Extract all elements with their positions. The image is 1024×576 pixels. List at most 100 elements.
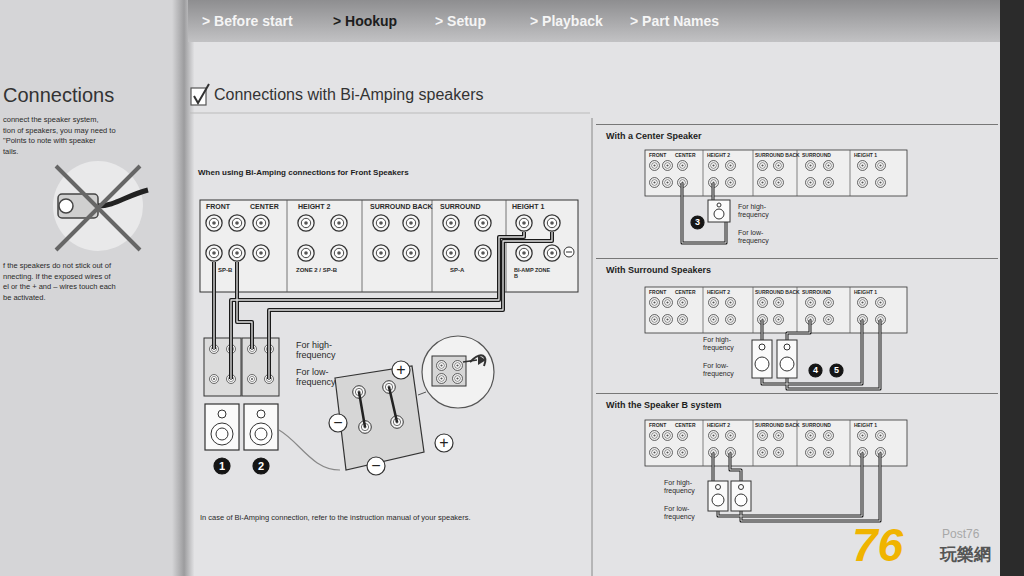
- use-shape: [762, 320, 880, 389]
- rect-shape: [708, 481, 728, 511]
- example-band: With the Speaker B systemFRONTCENTERHEIG…: [596, 393, 998, 533]
- section-heading: When using Bi-Amping connections for Fro…: [198, 168, 409, 177]
- use-shape: [253, 245, 269, 261]
- use-shape: [437, 361, 447, 371]
- wire-note: For high-frequency: [703, 336, 747, 352]
- circle-shape: [716, 485, 721, 490]
- use-shape: [403, 215, 419, 231]
- terminal-label: SURROUND: [802, 423, 831, 429]
- terminal-label: FRONT: [206, 203, 230, 211]
- terminal-label: HEIGHT 2: [707, 423, 730, 429]
- use-shape: [475, 215, 491, 231]
- callout-number: 3: [695, 218, 700, 227]
- wire-note: For high-frequency: [664, 479, 706, 495]
- use-shape: [453, 374, 463, 384]
- terminal-label: ZONE 2 / SP-B: [296, 267, 337, 274]
- rect-shape: [731, 481, 751, 511]
- watermark: Post76: [942, 528, 979, 540]
- callout-number: 5: [834, 366, 839, 375]
- terminal-label: SURROUND BACK: [755, 153, 800, 159]
- nav-tab: > Part Names: [630, 13, 719, 29]
- polarity-circle: +: [391, 360, 411, 380]
- rect-shape: [752, 340, 772, 378]
- band-heading: With Surround Speakers: [606, 265, 711, 275]
- small-speakers: [708, 200, 797, 511]
- body-text: tion of speakers, you may need to: [3, 127, 116, 136]
- use-shape: [437, 374, 447, 384]
- terminal-label: HEIGHT 1: [854, 290, 877, 296]
- path-shape: [478, 355, 486, 365]
- watermark: 76: [852, 522, 903, 568]
- rear-panel: FRONTCENTERHEIGHT 2SURROUND BACKSURROUND…: [645, 151, 907, 197]
- wire-note: For low-frequency: [738, 229, 782, 245]
- polarity-circle: −: [328, 413, 348, 433]
- rect-shape: [432, 356, 466, 386]
- callout-circle: 4: [808, 363, 823, 378]
- circle-shape: [714, 209, 724, 219]
- circle-outline: [253, 458, 269, 474]
- path-shape: [359, 387, 397, 427]
- circle-shape: [257, 410, 265, 418]
- polarity-circle: +: [434, 433, 454, 453]
- use-shape: [443, 215, 459, 231]
- terminal-label: HEIGHT 2: [707, 153, 730, 159]
- terminal-label: HEIGHT 1: [512, 203, 544, 211]
- terminal-label: HEIGHT 1: [854, 153, 877, 159]
- terminal-label: CENTER: [675, 153, 696, 159]
- use-shape: [214, 232, 552, 379]
- wire-note: For high-frequency: [738, 203, 782, 219]
- use-shape: [403, 245, 419, 261]
- use-shape: [331, 245, 347, 261]
- use-shape: [206, 245, 222, 261]
- circle-shape: [250, 423, 272, 445]
- terminal-label: SURROUND BACK: [370, 203, 433, 211]
- body-text: el or the + and – wires touch each: [3, 283, 116, 292]
- line-shape: [190, 113, 590, 114]
- path-shape: [463, 360, 477, 362]
- callout-number: 2: [258, 461, 264, 472]
- circle-outline: [435, 434, 453, 452]
- use-shape: [682, 183, 726, 243]
- rect-shape: [200, 200, 578, 292]
- use-shape: [544, 215, 560, 231]
- line-shape: [418, 392, 426, 395]
- terminal-label: HEIGHT 2: [298, 203, 330, 211]
- terminal-label: SURROUND: [802, 290, 831, 296]
- circle-outline: [214, 458, 230, 474]
- rect-shape: [204, 338, 241, 396]
- rect-shape: [0, 0, 180, 576]
- terminal-label: SP-B: [218, 267, 232, 274]
- use-shape: [475, 245, 491, 261]
- callout-number: 4: [813, 366, 818, 375]
- band-heading: With a Center Speaker: [606, 131, 701, 141]
- use-shape: [645, 287, 907, 333]
- nav-tab: > Setup: [435, 13, 486, 29]
- footnote: In case of Bi-Amping connection, refer t…: [200, 514, 471, 523]
- circle-shape: [564, 247, 574, 257]
- circle-shape: [717, 203, 721, 207]
- circle-shape: [739, 485, 744, 490]
- path-shape: [279, 430, 340, 470]
- use-shape: [210, 375, 219, 384]
- use-shape: [645, 420, 907, 466]
- use-shape: [248, 375, 257, 384]
- circle-shape: [784, 344, 790, 350]
- circle-outline: [329, 414, 347, 432]
- terminal-label: HEIGHT 1: [854, 423, 877, 429]
- example-band: With a Center SpeakerFRONTCENTERHEIGHT 2…: [596, 124, 998, 256]
- use-shape: [206, 215, 222, 231]
- use-shape: [229, 245, 245, 261]
- wire-note: For low-frequency: [664, 505, 706, 521]
- wire-note: For low-frequency: [296, 367, 354, 388]
- line-shape: [592, 118, 593, 576]
- nav-tab: > Before start: [202, 13, 293, 29]
- circle-shape: [255, 428, 267, 440]
- polarity-sign: +: [439, 435, 448, 451]
- nav-tab: > Playback: [530, 13, 603, 29]
- callout-circle: 3: [690, 215, 705, 230]
- path-shape: [287, 200, 506, 292]
- callout-number: 1: [219, 461, 225, 472]
- terminal-label: CENTER: [675, 290, 696, 296]
- circle-shape: [422, 336, 494, 408]
